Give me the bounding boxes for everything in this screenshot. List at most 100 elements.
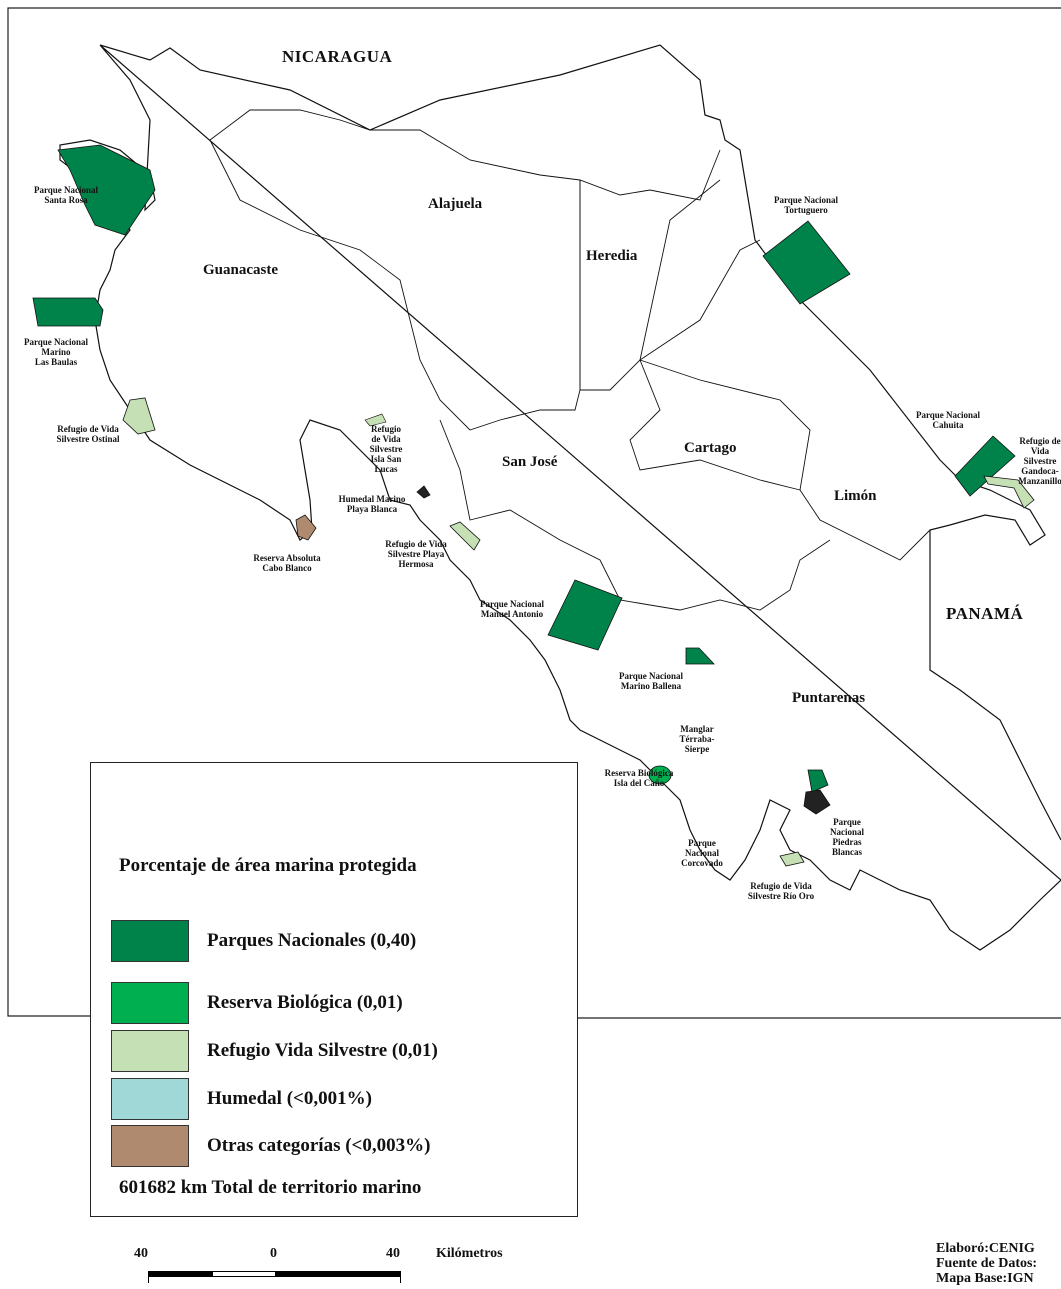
scale-segment-2 [212, 1271, 276, 1277]
label-line: Tortuguero [784, 205, 828, 215]
label-line: Cabo Blanco [262, 563, 312, 573]
label-cartago: Cartago [684, 440, 737, 456]
area-cahuita [954, 435, 1016, 497]
label-line: Silvestre Río Oro [748, 891, 815, 901]
scale-tick-left [148, 1277, 149, 1283]
label-line: Refugio de [1019, 436, 1060, 446]
legend-label-refugio: Refugio Vida Silvestre (0,01) [207, 1040, 438, 1061]
label-line: de Vida [371, 434, 401, 444]
label-line: Marino [42, 347, 71, 357]
label-line: Manglar [680, 724, 714, 734]
label-line: Cahuita [932, 420, 964, 430]
legend-label-reserva: Reserva Biológica (0,01) [207, 992, 403, 1013]
province-labels: Guanacaste Alajuela Heredia San José Car… [203, 196, 877, 706]
protected-areas [32, 144, 1035, 867]
scale-bar: 40 0 40 Kilómetros [130, 1246, 530, 1286]
label-san-jose: San José [502, 454, 558, 470]
label-line: Blancas [832, 847, 863, 857]
label-line: Playa Blanca [347, 504, 398, 514]
scale-left-label: 40 [134, 1246, 148, 1261]
scale-center-label: 0 [270, 1246, 277, 1261]
legend-swatch-reserva [111, 982, 189, 1024]
label-panama: PANAMÁ [946, 604, 1023, 623]
area-manuel-antonio [547, 579, 623, 651]
legend-label-otras: Otras categorías (<0,003%) [207, 1135, 431, 1156]
label-line: Silvestre Ostinal [56, 434, 120, 444]
label-line: Silvestre Playa [388, 549, 445, 559]
label-line: Nacional [685, 848, 720, 858]
legend-item-reserva: Reserva Biológica (0,01) [111, 982, 571, 1024]
area-san-lucas [364, 413, 387, 427]
label-line: Sierpe [685, 744, 710, 754]
area-piedras-blancas [807, 769, 829, 793]
area-isla-cano [648, 765, 672, 785]
label-line: Vida [1031, 446, 1050, 456]
legend: Porcentaje de área marina protegida Parq… [90, 762, 578, 1217]
legend-label-humedal: Humedal (<0,001%) [207, 1088, 372, 1109]
label-line: Parque Nacional [916, 410, 981, 420]
label-alajuela: Alajuela [428, 196, 483, 212]
credits-mapa-base: Mapa Base:IGN [936, 1271, 1034, 1286]
label-line: Reserva Absoluta [253, 553, 321, 563]
label-line: Isla San [371, 454, 402, 464]
label-line: Parque Nacional [619, 671, 684, 681]
label-line: Refugio de Vida [385, 539, 447, 549]
label-line: Piedras [833, 837, 862, 847]
label-line: Corcovado [681, 858, 723, 868]
label-line: Refugio de Vida [750, 881, 812, 891]
scale-right-label: 40 [386, 1246, 400, 1261]
label-line: Las Baulas [35, 357, 78, 367]
label-line: Silvestre [1024, 456, 1057, 466]
label-line: Gandoca- [1021, 466, 1059, 476]
label-heredia: Heredia [586, 248, 638, 264]
label-line: Refugio de Vida [57, 424, 119, 434]
legend-swatch-otras [111, 1125, 189, 1167]
legend-title: Porcentaje de área marina protegida [119, 855, 417, 876]
area-marino-ballena [685, 647, 715, 665]
label-nicaragua: NICARAGUA [282, 47, 393, 66]
scale-tick-right [400, 1277, 401, 1283]
credits-elaboro: Elaboró:CENIG [936, 1241, 1035, 1256]
legend-swatch-humedal [111, 1078, 189, 1120]
area-ostinal [122, 397, 156, 435]
label-line: Lucas [374, 464, 398, 474]
area-las-baulas [32, 297, 104, 327]
area-rio-oro [779, 851, 805, 867]
label-line: Manuel Antonio [481, 609, 544, 619]
label-line: Isla del Caño [614, 778, 665, 788]
label-guanacaste: Guanacaste [203, 262, 278, 278]
label-line: Parque [833, 817, 861, 827]
credits: Elaboró:CENIG Fuente de Datos: Mapa Base… [936, 1241, 1037, 1286]
credits-fuente: Fuente de Datos: [936, 1256, 1038, 1271]
area-playa-hermosa [449, 521, 481, 551]
area-cabo-blanco [295, 514, 317, 541]
label-line: Manzanillo [1018, 476, 1061, 486]
scale-unit-label: Kilómetros [436, 1246, 503, 1261]
label-line: Parque Nacional [774, 195, 839, 205]
scale-segment-3 [276, 1271, 401, 1277]
legend-label-parques: Parques Nacionales (0,40) [207, 930, 417, 951]
province-boundaries [209, 109, 931, 611]
label-line: Parque Nacional [24, 337, 89, 347]
legend-item-humedal: Humedal (<0,001%) [111, 1078, 571, 1120]
label-line: Reserva Biológica [605, 768, 674, 778]
label-puntarenas: Puntarenas [792, 690, 865, 706]
legend-swatch-refugio [111, 1030, 189, 1072]
label-limon: Limón [834, 488, 877, 504]
